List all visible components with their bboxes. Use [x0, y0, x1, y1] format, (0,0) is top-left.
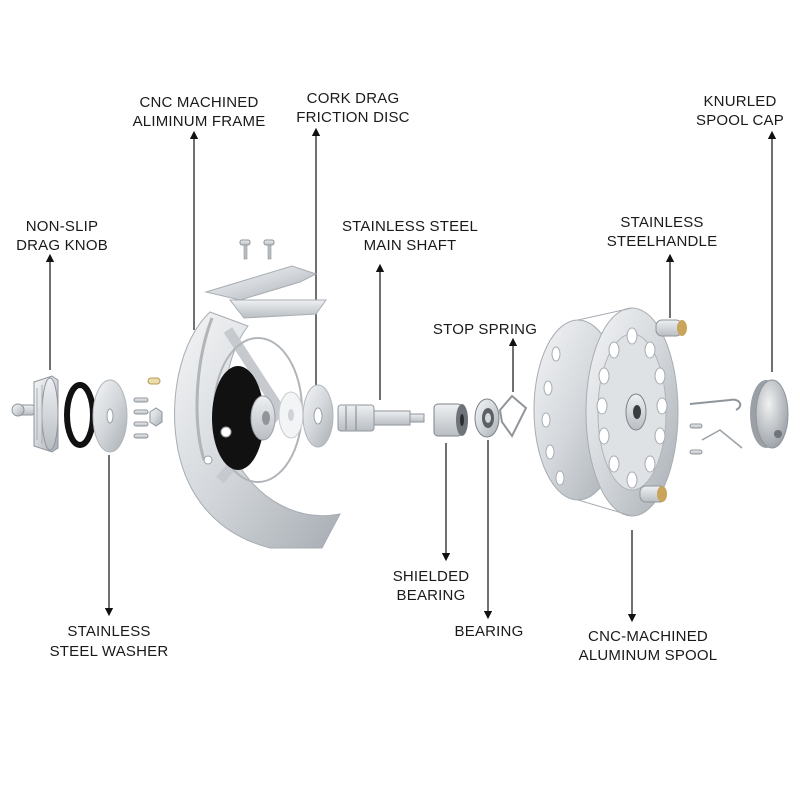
frame-screws: [239, 239, 275, 260]
stop-spring: [498, 394, 528, 438]
label-spool-cap-line2: SPOOL CAP: [696, 112, 784, 129]
label-washer: STAINLESS STEEL WASHER: [50, 623, 169, 660]
label-spool: CNC-MACHINED ALUMINUM SPOOL: [579, 628, 718, 664]
label-spool-line1: CNC-MACHINED: [588, 628, 708, 645]
label-knob-line1: NON-SLIP: [26, 218, 98, 235]
label-washer-line1: STAINLESS: [67, 623, 150, 640]
reel-frame: [174, 265, 341, 549]
label-stop-spring-line1: STOP SPRING: [433, 321, 537, 338]
o-ring: [64, 382, 96, 448]
label-shaft-line2: MAIN SHAFT: [364, 237, 457, 254]
label-shielded-line1: SHIELDED: [393, 568, 470, 585]
label-cork: CORK DRAG FRICTION DISC: [296, 90, 409, 126]
label-bearing: BEARING: [455, 623, 524, 640]
pins-and-nut: [133, 377, 163, 439]
label-handle-line1: STAINLESS: [620, 214, 703, 231]
stainless-washer: [92, 379, 128, 453]
label-handle-line2: STEELHANDLE: [607, 233, 718, 250]
label-cork-line2: FRICTION DISC: [296, 109, 409, 126]
spool-clip-and-screws: [689, 398, 743, 455]
label-spool-cap: KNURLED SPOOL CAP: [696, 93, 784, 129]
label-spool-cap-line1: KNURLED: [703, 93, 776, 110]
label-shaft-line1: STAINLESS STEEL: [342, 218, 478, 235]
cork-drag-disc: [278, 384, 334, 448]
label-frame: CNC MACHINED ALIMINUM FRAME: [133, 94, 266, 130]
label-spool-line2: ALUMINUM SPOOL: [579, 647, 718, 664]
label-shielded-line2: BEARING: [397, 587, 466, 604]
label-shielded-bearing: SHIELDED BEARING: [393, 568, 470, 604]
label-washer-line2: STEEL WASHER: [50, 643, 169, 660]
label-frame-line1: CNC MACHINED: [139, 94, 258, 111]
label-frame-line2: ALIMINUM FRAME: [133, 113, 266, 130]
drag-knob: [11, 375, 59, 453]
reel-spool: [533, 307, 679, 517]
label-knob: NON-SLIP DRAG KNOB: [16, 218, 108, 254]
label-knob-line2: DRAG KNOB: [16, 237, 108, 254]
main-shaft: [337, 404, 425, 432]
label-bearing-line1: BEARING: [455, 623, 524, 640]
knurled-spool-cap: [750, 379, 789, 449]
label-shaft: STAINLESS STEEL MAIN SHAFT: [342, 218, 478, 254]
label-handle: STAINLESS STEELHANDLE: [607, 214, 718, 250]
label-cork-line1: CORK DRAG: [307, 90, 400, 107]
bearing: [474, 398, 500, 438]
label-stop-spring: STOP SPRING: [433, 321, 537, 338]
steel-handle: [639, 319, 687, 503]
shielded-bearing: [433, 403, 468, 437]
leader-lines: [45, 127, 777, 623]
